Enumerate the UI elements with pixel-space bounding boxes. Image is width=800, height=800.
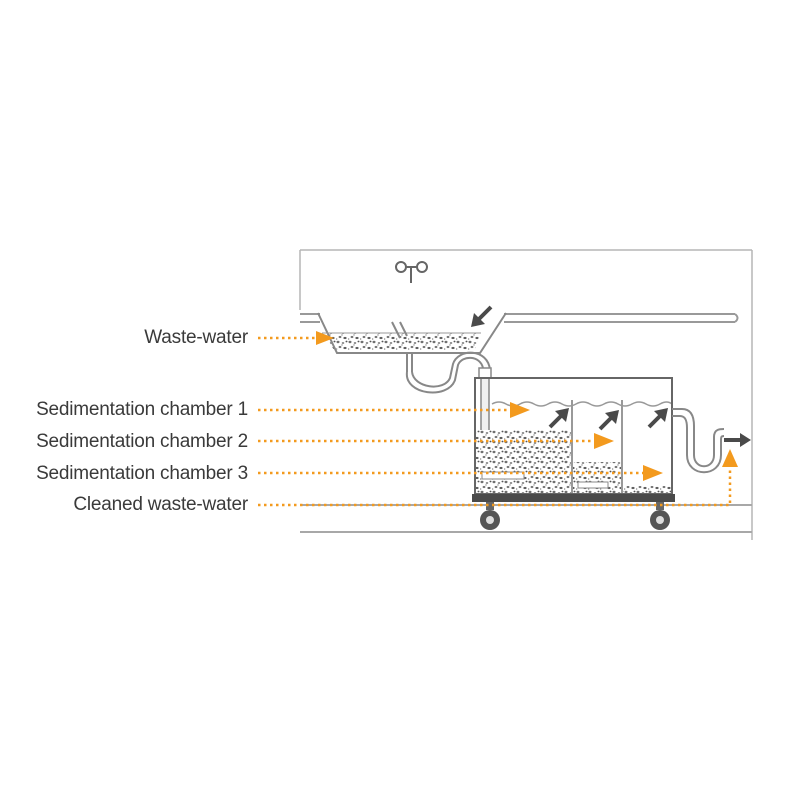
sink-basin bbox=[317, 312, 507, 354]
label-cleaned-waste-water: Cleaned waste-water bbox=[73, 494, 248, 515]
building-outline bbox=[299, 249, 753, 540]
label-sedimentation-chamber-3: Sedimentation chamber 3 bbox=[36, 463, 248, 484]
faucet-icon bbox=[395, 261, 428, 283]
label-sedimentation-chamber-2: Sedimentation chamber 2 bbox=[36, 431, 248, 452]
label-waste-water: Waste-water bbox=[144, 327, 248, 348]
sedimentation-tank bbox=[472, 377, 675, 502]
chamber-flow-arrow-icons bbox=[548, 408, 668, 431]
drain-pipe bbox=[391, 321, 491, 394]
floor-lines bbox=[300, 504, 752, 533]
leader-lines bbox=[258, 336, 732, 507]
outlet-pipe bbox=[672, 408, 725, 474]
leader-arrowheads bbox=[316, 331, 738, 481]
label-sedimentation-chamber-1: Sedimentation chamber 1 bbox=[36, 399, 248, 420]
tank-wheels bbox=[480, 502, 670, 530]
inflow-arrow-icon bbox=[471, 305, 493, 327]
outflow-arrow-icon bbox=[724, 433, 751, 447]
countertop bbox=[300, 313, 739, 323]
